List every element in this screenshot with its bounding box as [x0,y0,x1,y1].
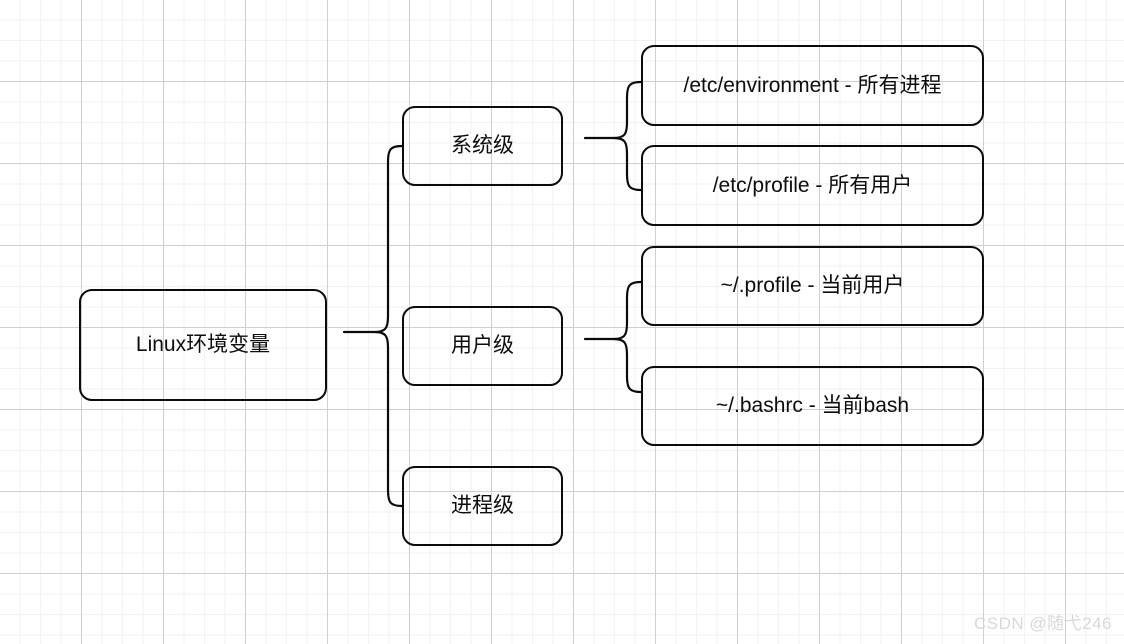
node-level-user-label: 用户级 [451,334,514,358]
node-level-system[interactable]: 系统级 [402,106,563,186]
node-level-process[interactable]: 进程级 [402,466,563,546]
node-detail-etc-environment-label: /etc/environment - 所有进程 [683,73,942,97]
node-level-process-label: 进程级 [451,494,514,518]
node-detail-home-bashrc-label: ~/.bashrc - 当前bash [715,394,910,418]
node-detail-home-bashrc[interactable]: ~/.bashrc - 当前bash [641,366,984,446]
root-to-levels-brace [342,144,404,508]
node-detail-home-profile-label: ~/.profile - 当前用户 [720,274,905,298]
node-level-user[interactable]: 用户级 [402,306,563,386]
node-level-system-label: 系统级 [451,134,514,158]
user-level-brace [583,280,643,394]
node-root[interactable]: Linux环境变量 [79,289,327,401]
system-level-brace [583,80,643,192]
node-detail-home-profile[interactable]: ~/.profile - 当前用户 [641,246,984,326]
watermark: CSDN @随弋246 [973,614,1112,633]
node-detail-etc-environment[interactable]: /etc/environment - 所有进程 [641,45,984,126]
node-root-label: Linux环境变量 [135,333,271,357]
node-detail-etc-profile[interactable]: /etc/profile - 所有用户 [641,145,984,226]
node-detail-etc-profile-label: /etc/profile - 所有用户 [712,173,913,197]
